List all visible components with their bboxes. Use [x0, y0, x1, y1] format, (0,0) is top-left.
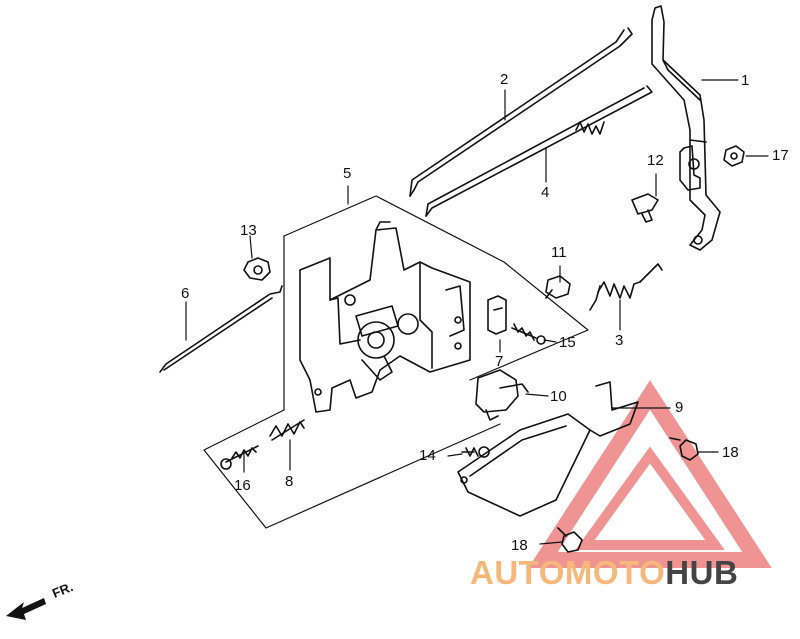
watermark-text-automoto: AUTOMOTO	[470, 554, 666, 591]
part-6-choke-rod	[159, 285, 283, 373]
part-9-cover-plate	[457, 381, 639, 517]
callout-10: 10	[550, 388, 567, 405]
callout-15: 15	[559, 334, 576, 351]
watermark-brand-text: AUTOMOTOHUB	[470, 556, 738, 589]
callout-13: 13	[240, 222, 257, 239]
part-1-governor-arm	[651, 5, 721, 251]
callout-12: 12	[647, 152, 664, 169]
callout-8: 8	[285, 473, 294, 490]
callout-11: 11	[551, 244, 567, 261]
callout-18-upper: 18	[722, 444, 739, 461]
leader-lines	[185, 79, 769, 545]
callout-3: 3	[615, 332, 624, 349]
part-2-throttle-rod	[409, 27, 633, 197]
part-7-bracket	[487, 295, 507, 335]
callout-18-lower: 18	[511, 537, 528, 554]
spring-on-rod-4	[575, 121, 605, 135]
part-17-nut	[723, 145, 745, 167]
part-10-switch	[475, 369, 529, 421]
part-5-control-base	[203, 195, 589, 529]
callout-4: 4	[541, 184, 550, 201]
part-13-nut	[243, 257, 271, 281]
callout-17: 17	[772, 147, 789, 164]
callout-1: 1	[741, 72, 750, 89]
front-direction-arrow-icon	[6, 598, 46, 620]
part-3-governor-spring	[589, 263, 663, 311]
watermark-text-hub: HUB	[665, 554, 739, 591]
part-14-screw	[461, 446, 490, 458]
callout-16: 16	[234, 477, 251, 494]
part-16-screw	[220, 445, 259, 470]
part-11-bolt	[545, 275, 571, 299]
callout-14: 14	[419, 447, 436, 464]
callout-7: 7	[495, 353, 504, 370]
callout-5: 5	[343, 165, 352, 182]
watermark-logo-triangle	[528, 380, 772, 568]
callout-6: 6	[181, 285, 190, 302]
callout-9: 9	[675, 399, 684, 416]
part-8-spring	[269, 419, 305, 441]
part-18-bolt-upper	[669, 437, 699, 461]
part-12-clip	[631, 193, 659, 223]
callout-2: 2	[500, 71, 509, 88]
part-4-spring-rod	[425, 85, 653, 217]
part-15-screw	[511, 323, 546, 345]
part-18-bolt-lower	[557, 527, 583, 553]
